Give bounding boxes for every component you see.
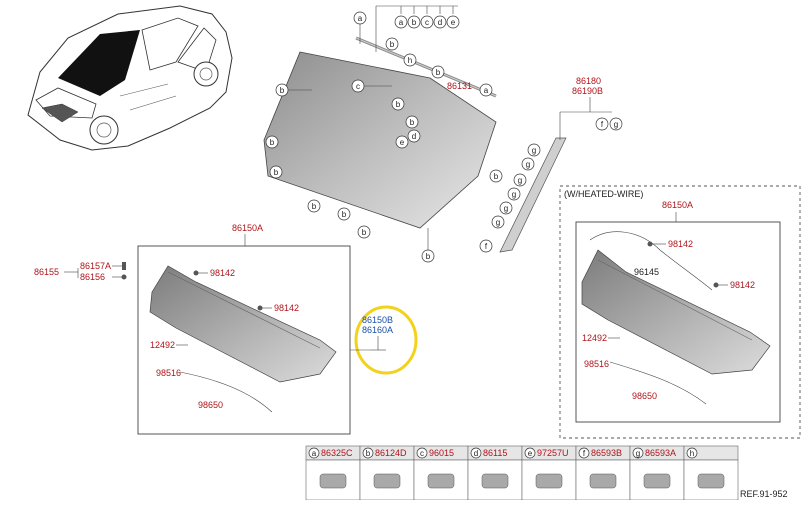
part-98142-b: 98142 xyxy=(274,303,299,313)
legend-part-d: 86115 xyxy=(483,448,507,458)
callout-b-3: b xyxy=(396,100,401,109)
highlight-ring xyxy=(354,305,418,375)
cowl-panel-heated-group: (W/HEATED-WIRE) 86150A 98142 96145 98142… xyxy=(559,185,801,439)
heated-wire-caption: (W/HEATED-WIRE) xyxy=(564,189,643,199)
legend-part-a: 86325C xyxy=(321,448,353,458)
legend-strip: a 86325C b 86124D c 96015 d 86115 e 97257U f 86593B… xyxy=(305,445,788,501)
callout-e-1: e xyxy=(400,138,405,147)
windshield-callouts: a b h b 86131 a b c b b d e b b b b b b … xyxy=(265,11,503,263)
part-86155: 86155 xyxy=(34,267,59,277)
callout-d: d xyxy=(438,18,442,27)
legend-part-sketch-g xyxy=(643,473,671,489)
legend-part-sketch-f xyxy=(589,473,617,489)
callout-f-top: f xyxy=(601,120,604,129)
callout-g-2: g xyxy=(526,160,530,169)
legend-letter-circle-d xyxy=(470,447,482,459)
vehicle-illustration xyxy=(27,5,233,151)
legend-letter-circle-c xyxy=(416,447,428,459)
callout-b-11: b xyxy=(426,252,431,261)
heated-part-96145: 96145 xyxy=(634,267,659,277)
legend-part-sketch-c xyxy=(427,473,455,489)
top-callout-group: a b c d e xyxy=(394,15,460,29)
heated-part-98142-b: 98142 xyxy=(730,280,755,290)
part-86156: 86156 xyxy=(80,272,105,282)
legend-letter-circle-f xyxy=(578,447,590,459)
callout-a-right: a xyxy=(484,86,489,95)
heated-part-98516: 98516 xyxy=(584,359,609,369)
legend-part-c: 96015 xyxy=(429,448,454,458)
part-86160A: 86160A xyxy=(362,325,393,335)
part-98142-a: 98142 xyxy=(210,268,235,278)
callout-b-7: b xyxy=(494,172,499,181)
callout-b-2: b xyxy=(436,68,441,77)
callout-b-9: b xyxy=(342,210,347,219)
legend-letter-h: h xyxy=(690,449,694,458)
legend-part-f: 86593B xyxy=(591,448,622,458)
cowl-heated-title: 86150A xyxy=(662,200,693,210)
callout-h-1: h xyxy=(408,56,412,65)
heated-part-12492: 12492 xyxy=(582,333,607,343)
cowl-left-title: 86150A xyxy=(232,223,263,233)
part-98650: 98650 xyxy=(198,400,223,410)
callout-c: c xyxy=(425,18,429,27)
legend-letter-a: a xyxy=(312,449,317,458)
part-86180: 86180 xyxy=(576,76,601,86)
part-98516: 98516 xyxy=(156,368,181,378)
callout-g-1: g xyxy=(532,146,536,155)
callout-a: a xyxy=(399,18,404,27)
highlighted-part-86150B: 86150B 86160A xyxy=(350,305,418,375)
top-callout-tree xyxy=(375,5,458,52)
heated-part-98650: 98650 xyxy=(632,391,657,401)
legend-letter-circle-b xyxy=(362,447,374,459)
side-molding: 86180 86190B f g g g g g g g f xyxy=(479,76,623,253)
callout-b-left: b xyxy=(280,86,285,95)
legend-letter-c: c xyxy=(420,449,424,458)
heated-part-98142-a: 98142 xyxy=(668,239,693,249)
callout-a-top: a xyxy=(358,14,363,23)
legend-letter-circle-a xyxy=(308,447,320,459)
callout-f-1: f xyxy=(485,242,488,251)
legend-part-sketch-b xyxy=(373,473,401,489)
legend-letter-f: f xyxy=(583,449,586,458)
callout-b-6: b xyxy=(274,168,279,177)
callout-g-top: g xyxy=(614,120,618,129)
callout-b-5: b xyxy=(270,138,275,147)
callout-b-1: b xyxy=(390,40,395,49)
legend-part-sketch-a xyxy=(319,473,347,489)
legend-letter-circle-g xyxy=(632,447,644,459)
legend-letter-b: b xyxy=(366,449,371,458)
legend-letter-circle-e xyxy=(524,447,536,459)
legend-ref-label: REF.91-952 xyxy=(740,489,788,499)
legend-letter-g: g xyxy=(636,449,640,458)
windshield-glass xyxy=(263,36,497,229)
legend-part-sketch-d xyxy=(481,473,509,489)
part-86150B: 86150B xyxy=(362,315,393,325)
legend-part-g: 86593A xyxy=(645,448,676,458)
part-12492: 12492 xyxy=(150,340,175,350)
callout-b-10: b xyxy=(362,228,367,237)
callout-g-6: g xyxy=(496,218,500,227)
part-86157A: 86157A xyxy=(80,261,111,271)
callout-g-5: g xyxy=(504,204,508,213)
part-86131: 86131 xyxy=(447,81,472,91)
legend-part-e: 97257U xyxy=(537,448,569,458)
callout-b-4: b xyxy=(410,118,415,127)
callout-b: b xyxy=(412,18,417,27)
legend-letter-circle-h xyxy=(686,447,698,459)
legend-letter-d: d xyxy=(474,449,478,458)
windshield-highlight-shape xyxy=(58,30,140,96)
legend-letter-e: e xyxy=(528,449,533,458)
callout-d-1: d xyxy=(412,132,416,141)
callout-g-4: g xyxy=(512,190,516,199)
legend-part-b: 86124D xyxy=(375,448,407,458)
cowl-panel-left-group: 86150A 86155 86157A 86156 98142 98142 12… xyxy=(34,223,351,435)
legend-part-sketch-e xyxy=(535,473,563,489)
callout-g-3: g xyxy=(518,176,522,185)
callout-e: e xyxy=(451,18,456,27)
legend-part-sketch-h xyxy=(697,473,725,489)
callout-c-1: c xyxy=(356,82,360,91)
callout-b-8: b xyxy=(312,202,317,211)
part-86190B: 86190B xyxy=(572,86,603,96)
